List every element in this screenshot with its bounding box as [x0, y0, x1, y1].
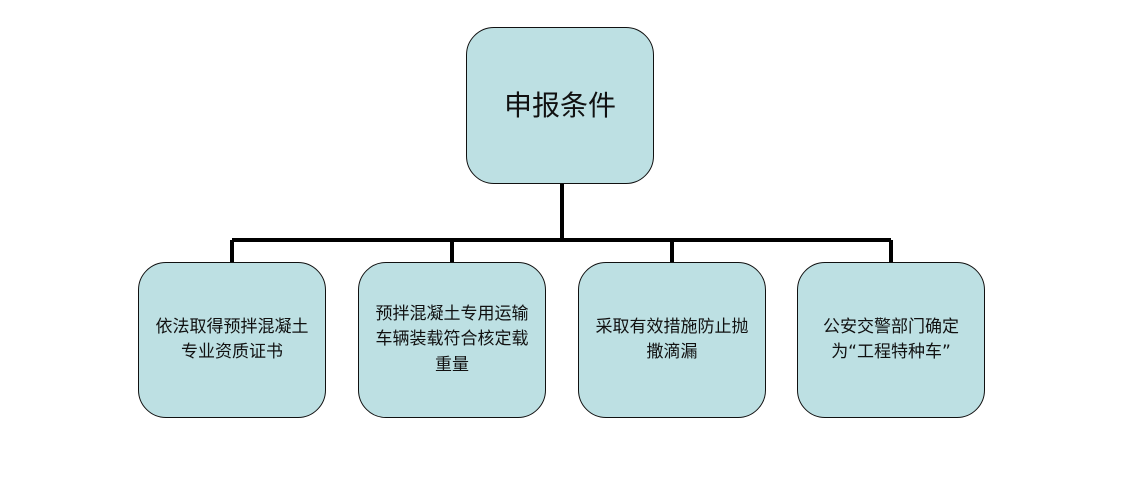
child-node-spill-prevention: 采取有效措施防止抛撒滴漏 — [578, 262, 766, 418]
child-node-vehicle-load: 预拌混凝土专用运输车辆装载符合核定载重量 — [358, 262, 546, 418]
child-node-qualification: 依法取得预拌混凝土专业资质证书 — [138, 262, 326, 418]
child-node-spill-prevention-label: 采取有效措施防止抛撒滴漏 — [595, 316, 749, 363]
child-node-special-vehicle: 公安交警部门确定为“工程特种车” — [797, 262, 985, 418]
root-node: 申报条件 — [466, 27, 654, 184]
child-node-special-vehicle-label: 公安交警部门确定为“工程特种车” — [823, 316, 959, 363]
child-node-qualification-label: 依法取得预拌混凝土专业资质证书 — [155, 316, 309, 363]
child-node-vehicle-load-label: 预拌混凝土专用运输车辆装载符合核定载重量 — [375, 303, 529, 375]
root-node-label: 申报条件 — [503, 88, 616, 122]
